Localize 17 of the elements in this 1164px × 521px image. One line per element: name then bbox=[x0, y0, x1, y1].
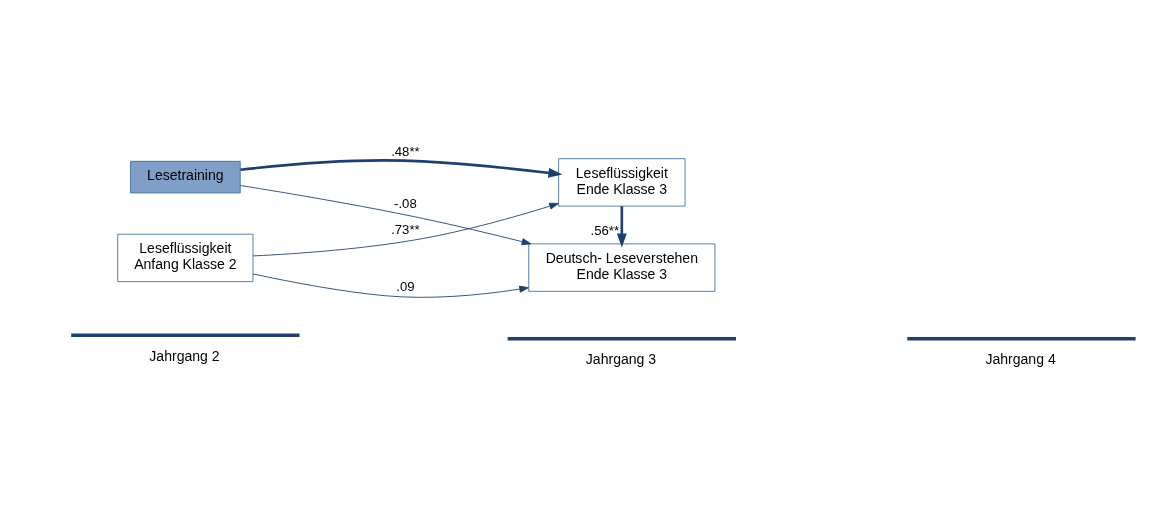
edge-label: .09 bbox=[396, 278, 415, 294]
edge-label: .56** bbox=[590, 222, 620, 238]
arrow bbox=[252, 272, 529, 298]
edge-label: -.08 bbox=[394, 195, 417, 211]
arrow bbox=[239, 184, 532, 245]
node-box: Leseflüssigkeit Ende Klasse 3 bbox=[558, 157, 686, 207]
arrow bbox=[240, 158, 563, 178]
arrow bbox=[252, 202, 559, 256]
label: Jahrgang 4 bbox=[985, 350, 1056, 367]
node-box: Leseflüssigkeit Anfang Klasse 2 bbox=[117, 233, 254, 282]
node-box: Lesetraining bbox=[130, 160, 241, 193]
edge-label: .48** bbox=[391, 143, 420, 159]
label: Jahrgang 3 bbox=[585, 350, 657, 367]
label: Jahrgang 2 bbox=[149, 347, 220, 363]
arrow bbox=[616, 205, 627, 248]
edge-label: .73** bbox=[391, 221, 420, 237]
node-box: Deutsch- Leseverstehen Ende Klasse 3 bbox=[528, 242, 716, 292]
